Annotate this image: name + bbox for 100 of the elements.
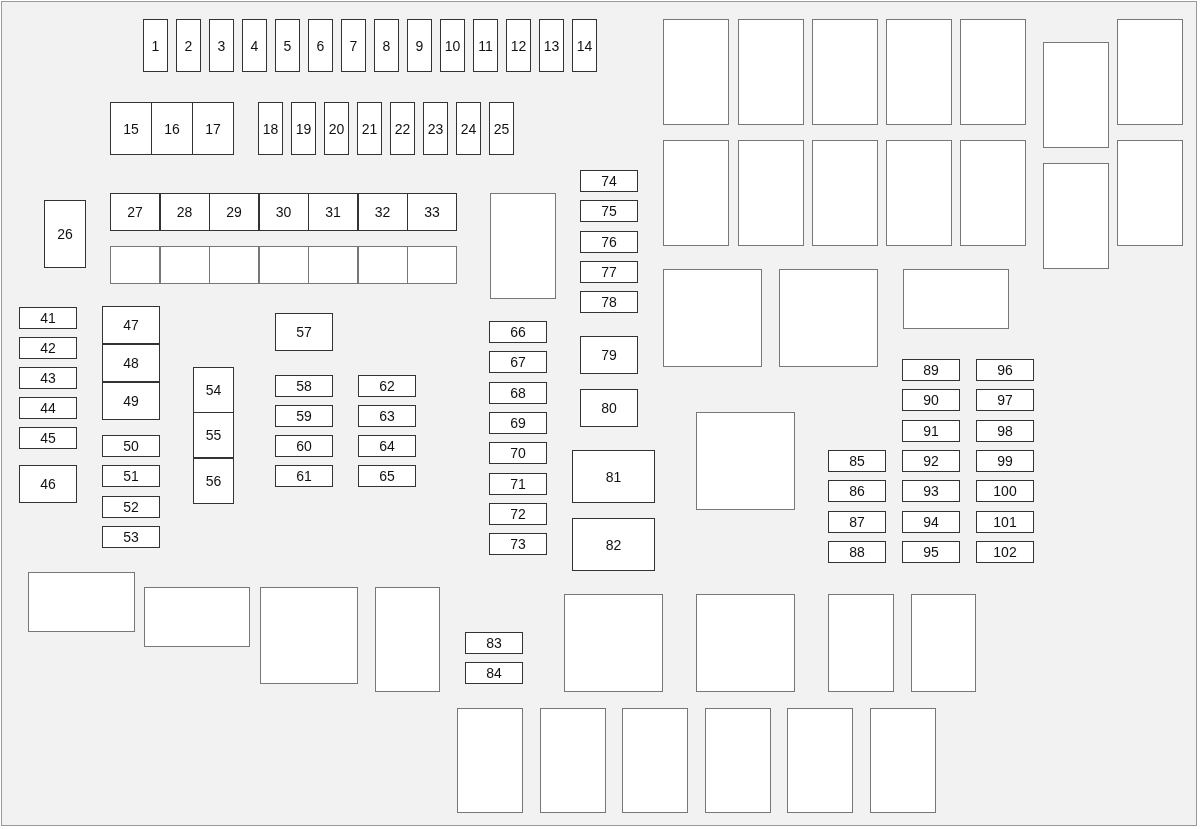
empty-box <box>1117 19 1183 125</box>
fuse-number: 81 <box>605 469 622 484</box>
fuse-number: 71 <box>510 476 526 491</box>
fuse-number: 11 <box>478 38 493 53</box>
fuse-box <box>324 102 349 155</box>
fuse-box <box>489 472 547 495</box>
fuse-box <box>258 193 309 231</box>
fuse-box <box>358 375 416 397</box>
fuse-box <box>275 435 333 457</box>
fuse-box <box>572 518 655 571</box>
empty-box <box>696 594 795 692</box>
fuse-number: 78 <box>601 295 617 310</box>
fuse-box <box>275 375 333 397</box>
fuse-box <box>489 502 547 525</box>
fuse-box <box>176 19 201 72</box>
fuse-number: 26 <box>57 227 73 241</box>
fuse-number: 51 <box>123 469 139 484</box>
fuse-number: 3 <box>217 38 226 53</box>
fuse-box <box>440 19 465 72</box>
empty-box <box>260 587 358 684</box>
fuse-box <box>465 662 523 684</box>
fuse-box <box>209 193 259 231</box>
fuse-box <box>902 480 960 503</box>
fuse-number: 16 <box>164 121 180 136</box>
fuse-number: 82 <box>605 537 622 552</box>
fuse-number: 28 <box>176 205 193 219</box>
fuse-box <box>976 480 1034 503</box>
empty-box <box>663 140 729 246</box>
fuse-number: 76 <box>601 234 617 249</box>
fuse-number: 18 <box>262 121 279 136</box>
fuse-number: 68 <box>510 385 526 400</box>
fuse-number: 57 <box>296 325 312 339</box>
fuse-number: 98 <box>997 423 1013 438</box>
fuse-number: 93 <box>923 484 939 499</box>
empty-box <box>144 587 250 647</box>
fuse-box <box>275 405 333 427</box>
empty-box <box>540 708 606 813</box>
fuse-number: 55 <box>205 428 222 443</box>
fuse-box <box>102 344 160 382</box>
fuse-number: 7 <box>349 38 358 53</box>
fuse-box <box>407 19 432 72</box>
empty-box <box>738 140 804 246</box>
fuse-box <box>19 465 77 503</box>
fuse-number: 74 <box>601 174 617 188</box>
fuse-number: 54 <box>205 383 222 397</box>
fuse-number: 84 <box>486 666 502 680</box>
fuse-box <box>489 381 547 404</box>
fuse-box <box>19 427 77 449</box>
empty-box <box>696 412 795 510</box>
empty-box <box>490 193 556 299</box>
fuse-box <box>19 397 77 419</box>
fuse-box <box>489 533 547 556</box>
fuse-number: 88 <box>849 544 865 559</box>
empty-box <box>663 269 762 367</box>
fuse-box <box>358 465 416 487</box>
fuse-number: 24 <box>460 121 477 136</box>
fuse-number: 2 <box>184 38 193 53</box>
fuse-box <box>358 405 416 427</box>
fuse-box <box>465 632 523 654</box>
fuse-number: 49 <box>123 394 139 408</box>
fuse-box <box>275 19 300 72</box>
fuse-box <box>976 510 1034 533</box>
fuse-box <box>828 510 886 533</box>
fuse-number: 22 <box>394 121 411 136</box>
fuse-box <box>580 230 638 253</box>
fuse-number: 99 <box>997 453 1013 468</box>
fuse-box <box>456 102 481 155</box>
fuse-box <box>390 102 415 155</box>
fuse-box <box>506 19 531 72</box>
empty-box <box>375 587 440 692</box>
fuse-number: 9 <box>415 38 424 53</box>
fuse-number: 97 <box>997 393 1013 408</box>
fuse-box <box>102 465 160 488</box>
fuse-box <box>275 313 333 351</box>
fuse-box <box>151 102 193 155</box>
fuse-box <box>489 102 514 155</box>
fuse-number: 77 <box>601 264 617 279</box>
empty-box <box>812 19 878 125</box>
fuse-number: 95 <box>923 544 939 559</box>
fuse-number: 61 <box>296 469 312 483</box>
fuse-number: 4 <box>250 38 259 53</box>
fuse-number: 100 <box>993 484 1017 499</box>
fuse-box <box>902 449 960 472</box>
empty-box <box>886 140 952 246</box>
fuse-box <box>308 193 358 231</box>
fuse-number: 96 <box>997 363 1013 377</box>
fuse-box <box>902 389 960 412</box>
fuse-box <box>44 200 86 268</box>
fuse-number: 60 <box>296 439 312 453</box>
fuse-number: 73 <box>510 537 526 552</box>
fuse-number: 21 <box>361 121 378 136</box>
fuse-box <box>580 200 638 223</box>
fuse-number: 19 <box>295 121 312 136</box>
fuse-number: 44 <box>40 401 56 415</box>
empty-box <box>870 708 936 813</box>
fuse-box <box>193 457 234 504</box>
fuse-number: 42 <box>40 341 56 355</box>
fuse-box <box>110 193 160 231</box>
empty-box <box>779 269 878 367</box>
fuse-box <box>358 435 416 457</box>
